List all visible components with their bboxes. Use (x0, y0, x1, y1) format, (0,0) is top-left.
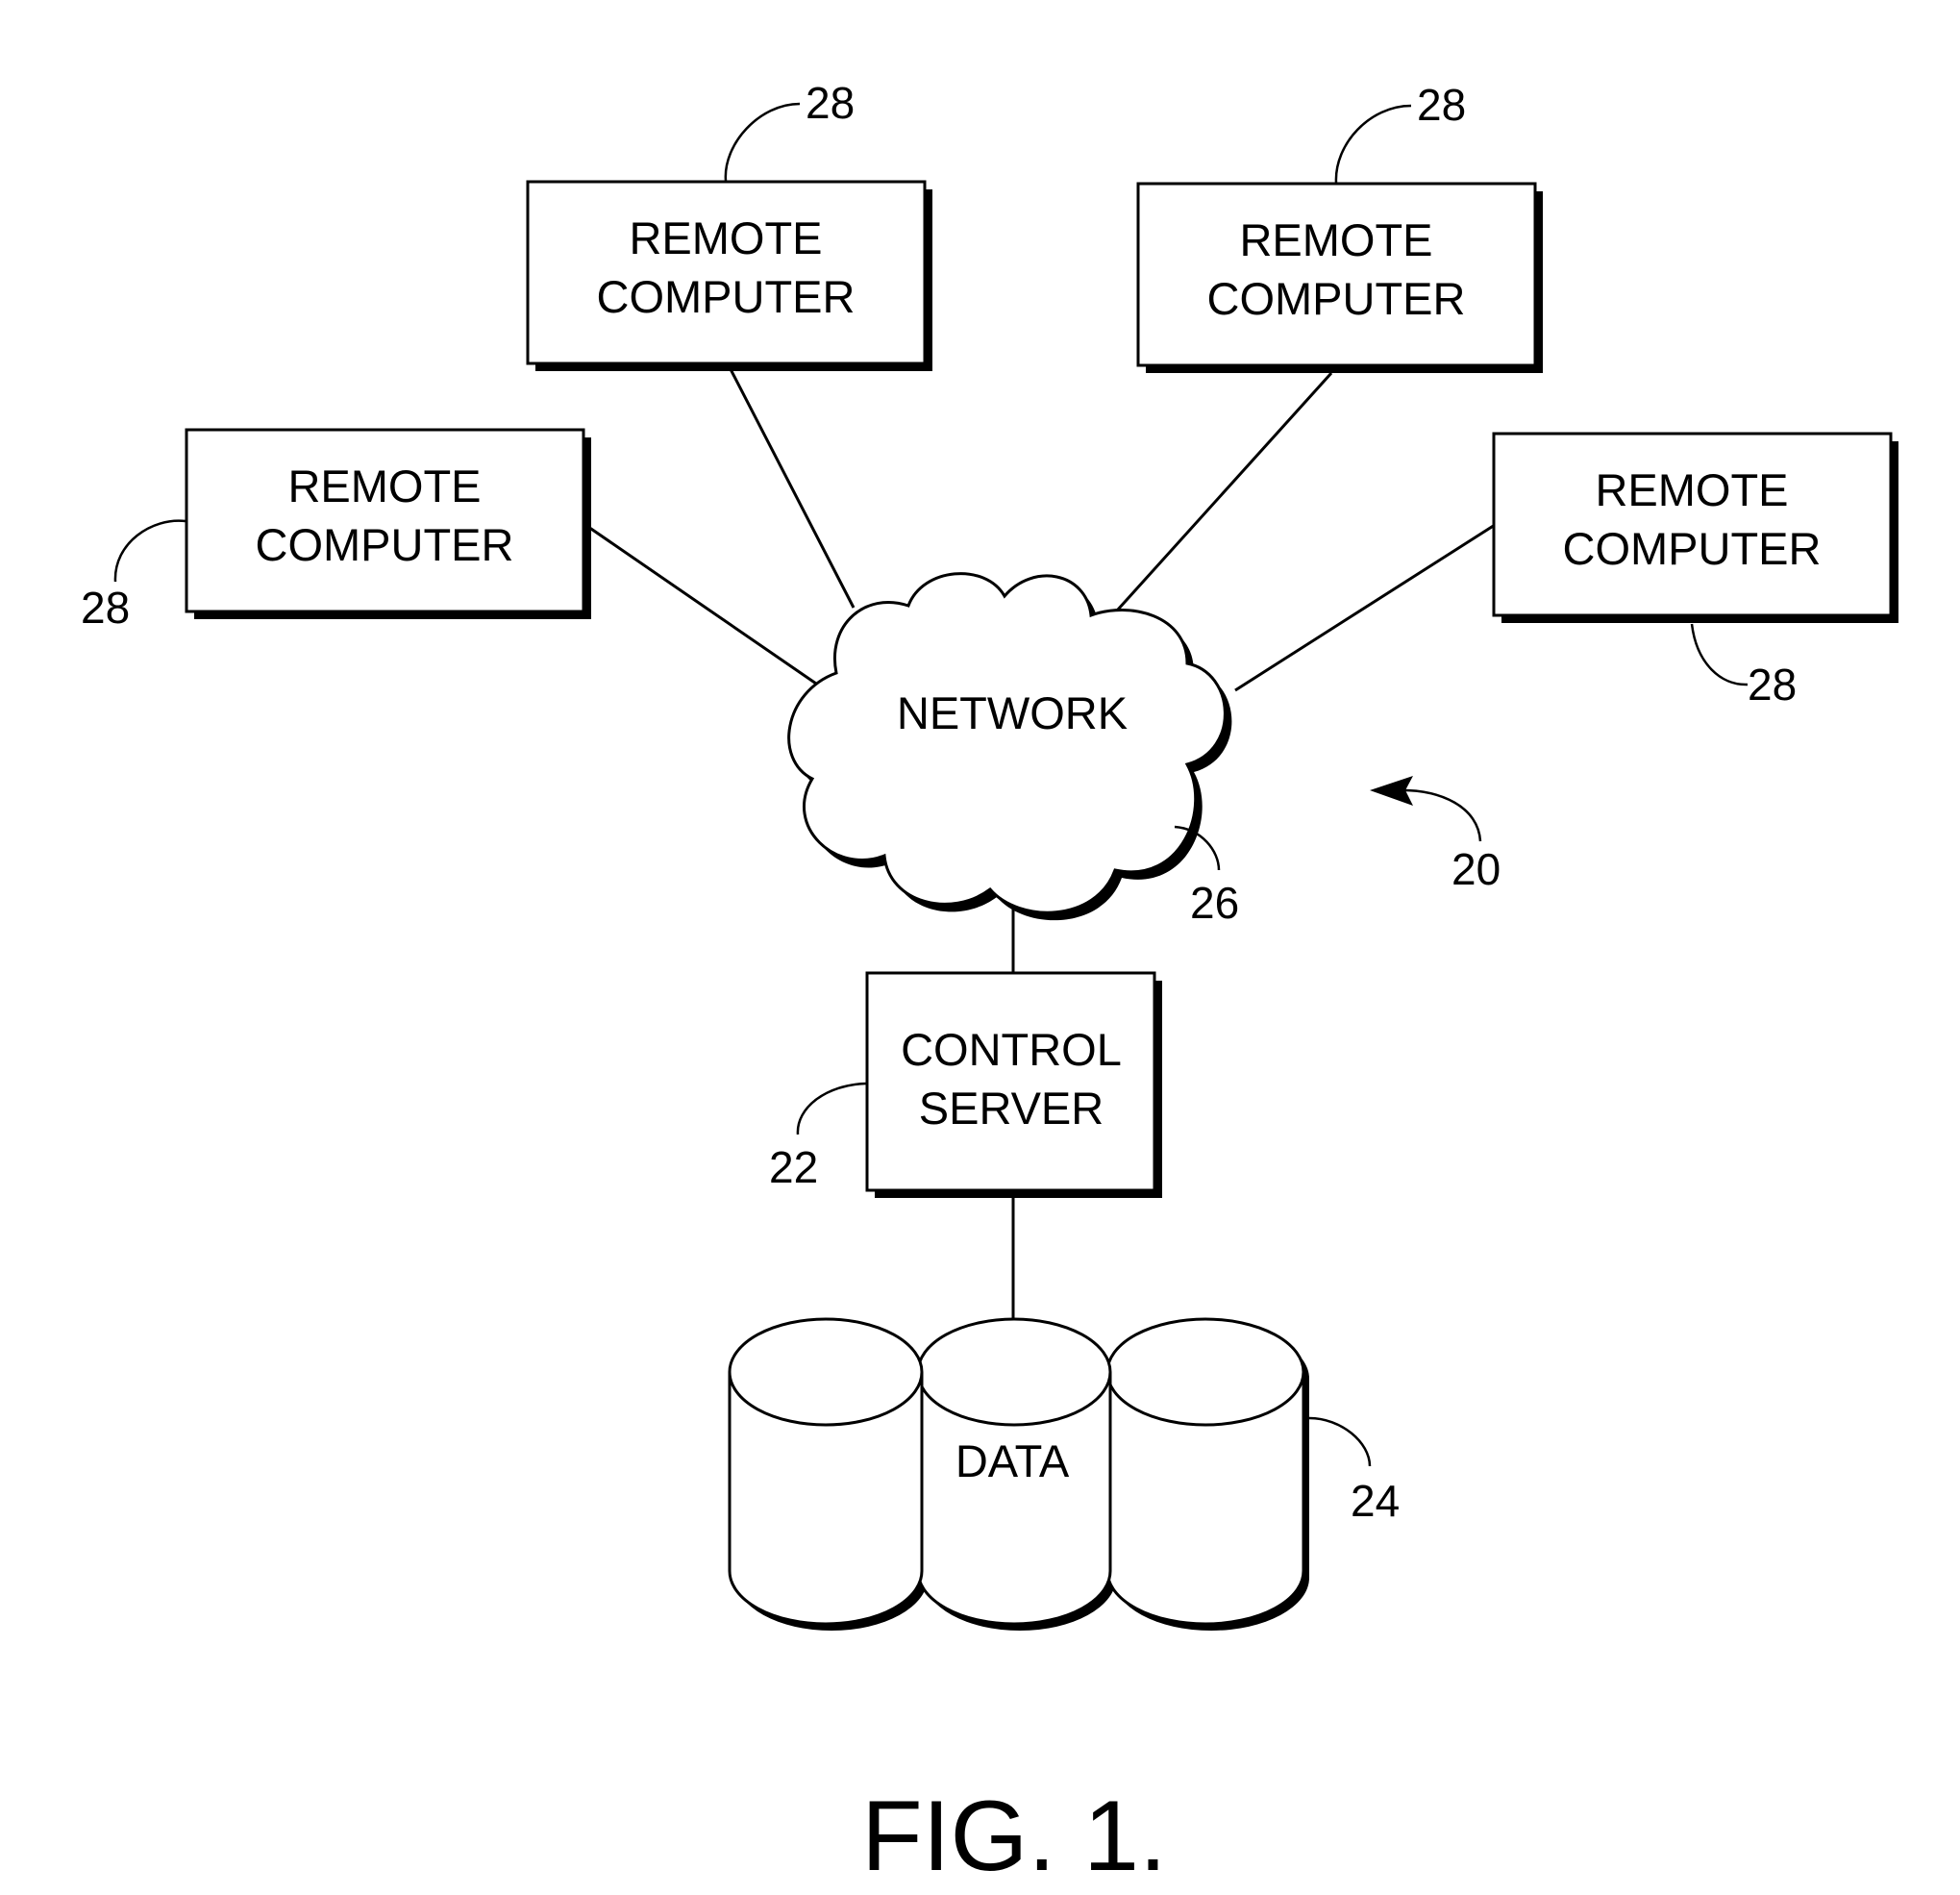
network-cloud: NETWORK (789, 574, 1232, 921)
network-label: NETWORK (897, 687, 1128, 738)
leader-line (1336, 106, 1411, 183)
ref-numeral-network: 26 (1190, 878, 1239, 928)
remote-computer-label-line1: REMOTE (1239, 214, 1432, 265)
data-cylinder-left (730, 1319, 922, 1624)
ref-numeral-remote-computer: 28 (806, 78, 855, 128)
remote-computer-label-line1: REMOTE (287, 461, 481, 511)
link-remote-left (588, 527, 831, 694)
ref-numeral-remote-computer: 28 (1748, 660, 1797, 710)
remote-computer-label-line2: COMPUTER (256, 519, 514, 570)
leader-line (798, 1084, 866, 1135)
ref-numeral-remote-computer: 28 (1417, 80, 1466, 130)
remote-computer-top-left: REMOTE COMPUTER (528, 182, 932, 371)
figure-caption: FIG. 1. (861, 1781, 1167, 1892)
remote-computer-left: REMOTE COMPUTER (186, 430, 591, 619)
leader-line (1692, 624, 1748, 685)
remote-computer-label-line2: COMPUTER (1207, 273, 1466, 324)
remote-computer-label-line2: COMPUTER (1563, 523, 1822, 574)
ref-numeral-data-store: 24 (1351, 1476, 1400, 1526)
leader-line (115, 521, 186, 582)
leader-line (726, 104, 800, 181)
link-remote-top-right (1091, 373, 1331, 639)
remote-computer-label-line1: REMOTE (1595, 464, 1788, 515)
ref-numeral-system: 20 (1451, 844, 1501, 894)
control-server-label-line1: CONTROL (901, 1024, 1122, 1075)
ref-numeral-remote-computer: 28 (81, 583, 130, 633)
remote-computer-label-line1: REMOTE (629, 212, 822, 263)
data-store: DATA (730, 1319, 1309, 1631)
remote-computer-top-right: REMOTE COMPUTER (1138, 184, 1543, 373)
ref-numeral-control-server: 22 (769, 1142, 818, 1192)
leader-line (1309, 1418, 1370, 1466)
link-remote-right (1235, 525, 1495, 690)
data-cylinder-right (1107, 1319, 1303, 1624)
link-remote-top-left (731, 369, 854, 608)
data-label: DATA (955, 1435, 1070, 1486)
remote-computer-label-line2: COMPUTER (597, 271, 856, 322)
control-server-label-line2: SERVER (919, 1083, 1104, 1134)
remote-computer-right: REMOTE COMPUTER (1494, 434, 1898, 623)
control-server-box: CONTROL SERVER (867, 973, 1162, 1198)
